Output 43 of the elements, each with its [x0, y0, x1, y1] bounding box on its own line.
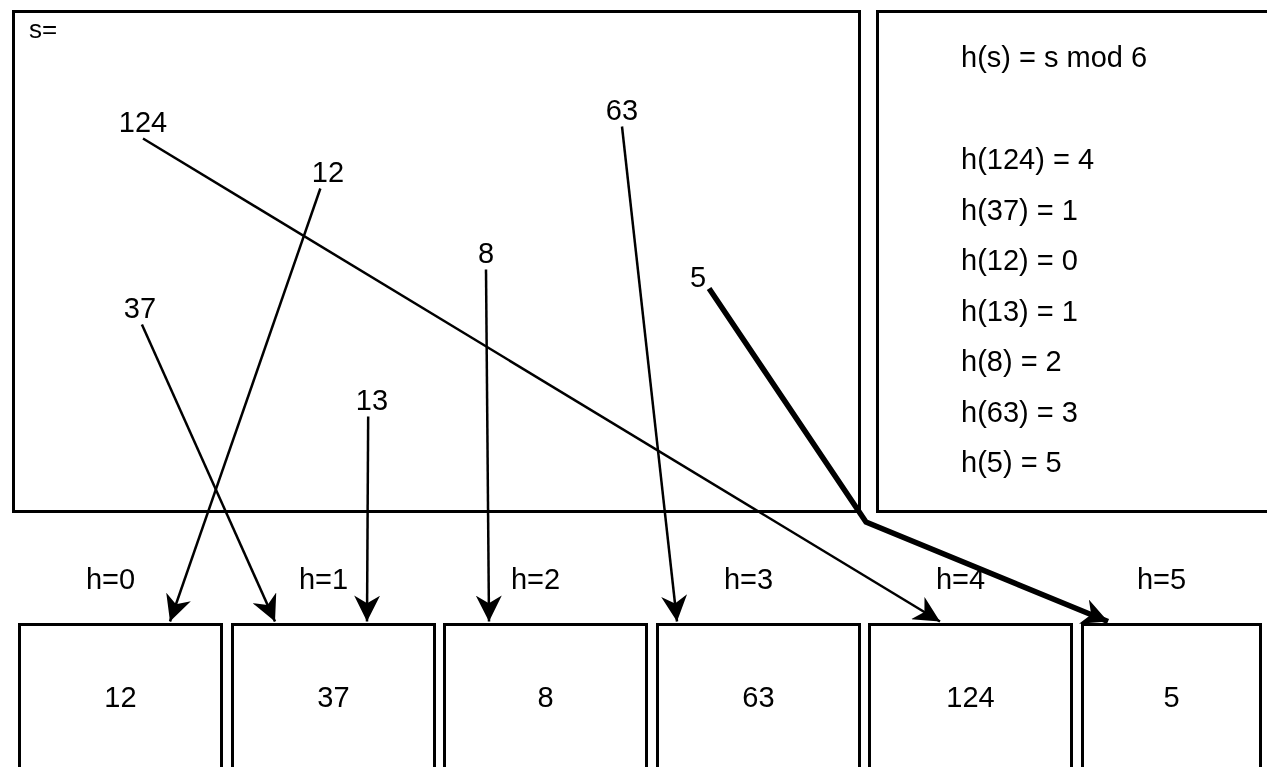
hash-result: h(13) = 1 [961, 296, 1078, 326]
key-value: 37 [120, 291, 160, 325]
hash-result: h(8) = 2 [961, 347, 1062, 376]
hash-index-label: h=1 [298, 563, 349, 596]
key-value: 13 [352, 383, 392, 417]
bucket-value: 124 [945, 683, 996, 712]
bucket-value: 5 [1162, 683, 1181, 712]
bucket-box [868, 623, 1073, 767]
bucket-box [443, 623, 648, 767]
hash-result: h(63) = 3 [961, 397, 1078, 427]
formula-text: h(s) = s mod 6 [961, 43, 1148, 72]
arrow [140, 324, 277, 622]
key-value: 124 [115, 105, 171, 139]
hash-index-label: h=4 [935, 563, 986, 596]
bucket-box [1081, 623, 1262, 767]
key-value: 12 [308, 155, 348, 189]
key-value: 8 [474, 236, 498, 270]
bucket-value: 8 [536, 683, 555, 712]
hash-index-label: h=5 [1136, 563, 1187, 596]
panel-box [876, 10, 1267, 513]
hash-index-label: h=0 [85, 563, 136, 596]
hash-index-label: h=2 [510, 563, 561, 596]
bucket-value: 37 [316, 683, 351, 712]
key-value: 63 [602, 93, 642, 127]
bucket-value: 63 [741, 683, 776, 712]
arrow [706, 287, 1110, 625]
arrow [354, 416, 381, 622]
hash-result: h(12) = 0 [961, 246, 1078, 275]
bucket-value: 12 [103, 683, 138, 712]
panel-box [12, 10, 861, 513]
set-label: s= [29, 16, 58, 42]
bucket-box [18, 623, 223, 767]
hash-index-label: h=3 [723, 563, 774, 596]
bucket-box [656, 623, 861, 767]
hash-result: h(5) = 5 [961, 448, 1062, 477]
bucket-box [231, 623, 436, 767]
arrow [475, 269, 502, 622]
arrow [142, 137, 941, 623]
hash-result: h(124) = 4 [961, 145, 1094, 174]
hash-result: h(37) = 1 [961, 195, 1078, 225]
key-value: 5 [686, 260, 710, 294]
arrow [166, 188, 322, 622]
arrow [620, 126, 688, 622]
